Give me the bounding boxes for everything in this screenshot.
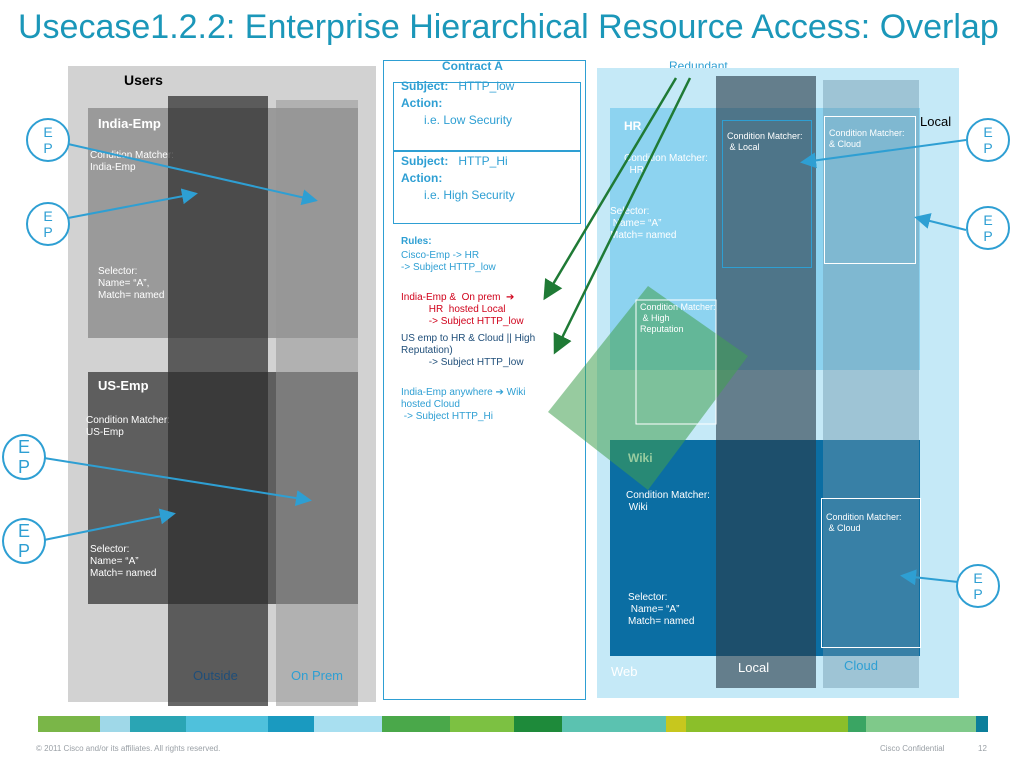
stripe-15	[976, 716, 988, 732]
hr-local-condition: Condition Matcher: & Local	[727, 131, 803, 152]
local-bottom-label: Local	[738, 660, 770, 675]
us-emp-condition: Condition Matcher: US-Emp	[86, 415, 170, 438]
stripe-10	[562, 716, 666, 732]
onprem-column	[276, 100, 358, 706]
endpoint-us-2[interactable]: E P	[2, 518, 46, 564]
stripe-2	[100, 716, 130, 732]
hr-high-condition: Condition Matcher: & High Reputation	[640, 302, 716, 334]
endpoint-india-1[interactable]: E P	[26, 118, 70, 162]
stripe-4	[186, 716, 268, 732]
stripe-11	[666, 716, 686, 732]
endpoint-hr-local[interactable]: E P	[966, 118, 1010, 162]
endpoint-india-2[interactable]: E P	[26, 202, 70, 246]
hr-cloud-condition-box	[824, 116, 916, 264]
rule-1: Cisco-Emp -> HR -> Subject HTTP_low	[401, 250, 496, 273]
stripe-3	[130, 716, 186, 732]
us-emp-selector: Selector: Name= “A” Match= named	[90, 544, 157, 579]
hr-cloud-condition: Condition Matcher: & Cloud	[829, 128, 905, 149]
wiki-selector: Selector: Name= “A” Match= named	[628, 592, 695, 627]
stripe-13	[848, 716, 866, 732]
subject-low-label: Subject:	[401, 79, 449, 93]
hr-selector: Selector: Name= “A” Match= named	[610, 206, 677, 241]
india-emp-selector: Selector: Name= “A”, Match= named	[98, 266, 165, 301]
rule-2: India-Emp & On prem ➔ HR hosted Local ->…	[401, 292, 524, 327]
stripe-7	[382, 716, 450, 732]
outside-label: Outside	[193, 668, 238, 683]
subject-hi-label: Subject:	[401, 154, 449, 168]
page-title: Usecase1.2.2: Enterprise Hierarchical Re…	[18, 8, 999, 46]
onprem-label: On Prem	[291, 668, 344, 683]
wiki-title: Wiki	[628, 451, 653, 465]
subject-hi-value: HTTP_Hi	[455, 154, 508, 168]
rule-3: US emp to HR & Cloud || High Reputation)…	[401, 333, 536, 368]
footer-confidential: Cisco Confidential	[880, 744, 945, 753]
stripe-12	[686, 716, 848, 732]
action-low-value: i.e. Low Security	[424, 113, 513, 127]
us-emp-title: US-Emp	[98, 378, 149, 393]
footer-page-number: 12	[978, 744, 987, 753]
local-top-label: Local	[920, 114, 952, 129]
action-hi-label: Action:	[401, 171, 443, 185]
hr-local-condition-box	[722, 120, 812, 268]
web-label: Web	[611, 664, 638, 679]
endpoint-hr-cloud[interactable]: E P	[966, 206, 1010, 250]
cloud-column	[823, 80, 919, 688]
stripe-1	[38, 716, 100, 732]
stripe-14	[866, 716, 976, 732]
cloud-label: Cloud	[844, 658, 878, 673]
hr-condition: Condition Matcher: HR	[624, 153, 708, 176]
wiki-condition: Condition Matcher: Wiki	[626, 490, 710, 513]
rules-label: Rules:	[401, 236, 432, 247]
contract-a-title: Contract A	[442, 59, 503, 73]
subject-low-value: HTTP_low	[455, 79, 515, 93]
wiki-cloud-condition: Condition Matcher: & Cloud	[826, 512, 902, 533]
endpoint-wiki-cloud[interactable]: E P	[956, 564, 1000, 608]
stripe-6	[314, 716, 382, 732]
action-hi-value: i.e. High Security	[424, 188, 515, 202]
action-low-label: Action:	[401, 96, 443, 110]
stripe-8	[450, 716, 514, 732]
outside-column	[168, 96, 268, 706]
india-emp-title: India-Emp	[98, 116, 161, 131]
rule-4: India-Emp anywhere ➔ Wiki hosted Cloud -…	[401, 387, 526, 422]
footer-copyright: © 2011 Cisco and/or its affiliates. All …	[36, 744, 221, 753]
stripe-9	[514, 716, 562, 732]
users-label: Users	[124, 72, 163, 88]
hr-title: HR	[624, 119, 642, 133]
stripe-5	[268, 716, 314, 732]
endpoint-us-1[interactable]: E P	[2, 434, 46, 480]
india-emp-condition: Condition Matcher: India-Emp	[90, 150, 174, 173]
wiki-cloud-condition-box	[821, 498, 921, 648]
